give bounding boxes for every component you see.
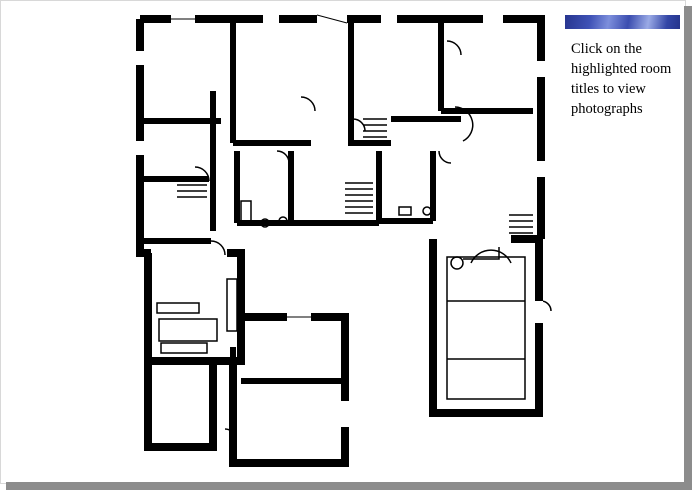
frame-shadow-right [684,6,692,490]
instructions-text: Click on the highlighted room titles to … [571,41,672,117]
wall-interior [376,151,433,224]
door-swing [276,150,290,164]
bay-window [454,106,474,142]
staircase [177,184,207,198]
outer-wall-store [144,361,217,451]
kitchen-appliance [226,278,238,332]
door-swing [438,150,452,164]
header-banner [565,15,680,29]
outer-wall-garage [229,313,349,467]
door-swing [210,240,226,256]
pool [446,256,526,400]
door-swing [300,96,316,112]
door-swing [224,428,236,440]
wall-interior [230,19,311,146]
toilet [260,218,270,228]
floor-plan [136,14,552,467]
page-frame: Click on the highlighted room titles to … [0,0,686,484]
staircase [363,118,387,138]
frame-shadow-bottom [6,482,692,490]
outer-wall-pool [429,235,543,417]
door-swing [194,166,210,182]
door-swing [352,118,366,132]
outer-wall-kitchen [144,249,245,365]
bath [240,200,252,222]
outer-wall-house [136,15,545,257]
wall-interior [348,19,391,146]
kitchen-island [158,318,218,342]
kitchen-counter [156,302,200,314]
door-swing [446,40,462,56]
spiral-stair [470,249,512,264]
staircase [509,214,533,234]
staircase [345,182,373,214]
